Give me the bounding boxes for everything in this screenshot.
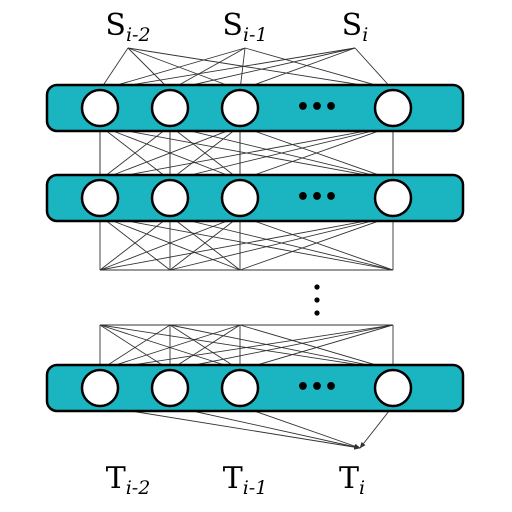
output-label: Ti-2 [106, 461, 151, 499]
hidden-connection [99, 324, 241, 371]
vertical-ellipsis [314, 284, 320, 316]
input-connection [354, 47, 394, 91]
neuron-ellipsis: ••• [296, 95, 338, 120]
layer-1: ••• [45, 83, 465, 133]
input-connection [244, 47, 394, 91]
neuron-ellipsis: ••• [296, 185, 338, 210]
input-connection [127, 47, 171, 91]
neuron [80, 88, 120, 128]
hidden-connection [99, 215, 171, 271]
connections [97, 47, 396, 450]
neuron [150, 178, 190, 218]
layers: ••• ••• ••• [45, 83, 465, 413]
input-connection [238, 47, 246, 91]
hidden-connection [99, 215, 394, 271]
hidden-connection [169, 215, 394, 271]
input-connection [169, 47, 246, 91]
neuron [373, 178, 413, 218]
neuron [80, 178, 120, 218]
hidden-connection [99, 215, 241, 271]
layer-3: ••• [45, 363, 465, 413]
input-label: Si [342, 8, 369, 46]
neuron-ellipsis: ••• [296, 375, 338, 400]
hidden-connection [169, 215, 241, 271]
hidden-connection [99, 125, 394, 182]
hidden-connection [99, 125, 171, 181]
output-connection [99, 405, 361, 450]
neuron [150, 368, 190, 408]
neuron [373, 88, 413, 128]
neuron [220, 178, 260, 218]
input-label: Si-2 [105, 8, 150, 46]
output-connection [239, 405, 361, 449]
input-connection [99, 47, 356, 92]
output-connection [359, 405, 394, 449]
hidden-connection [169, 324, 394, 372]
input-connection [169, 47, 356, 92]
output-label: Ti-1 [223, 461, 268, 499]
input-connection [99, 47, 246, 91]
neuron [220, 368, 260, 408]
hidden-connection [169, 324, 241, 371]
hidden-connection [169, 125, 241, 181]
input-connection [99, 47, 129, 91]
output-label: Ti [339, 461, 365, 499]
neuron [220, 88, 260, 128]
neuron [150, 88, 190, 128]
hidden-connection [99, 324, 171, 371]
input-connection [239, 47, 356, 91]
output-connection [169, 405, 361, 450]
hidden-connection [239, 215, 394, 271]
hidden-connection [169, 125, 394, 182]
hidden-connection [99, 324, 394, 372]
input-connection [127, 47, 241, 91]
neuron [373, 368, 413, 408]
neuron [80, 368, 120, 408]
hidden-connection [239, 324, 394, 371]
layer-2: ••• [45, 173, 465, 223]
input-label: Si-1 [222, 8, 267, 46]
hidden-connection [239, 125, 394, 181]
